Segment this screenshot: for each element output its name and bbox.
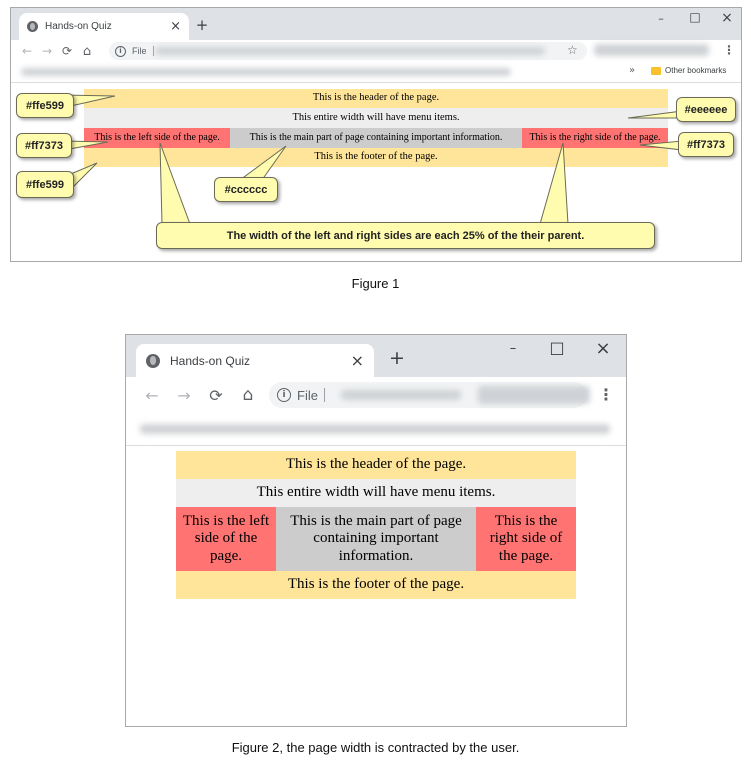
- other-bookmarks-label: Other bookmarks: [665, 66, 727, 75]
- bookmarks-bar: » Other bookmarks: [11, 62, 741, 83]
- maximize-icon[interactable]: □: [549, 338, 565, 357]
- pointer-main: [238, 145, 287, 181]
- tab-hands-on-quiz[interactable]: Hands-on Quiz ×: [136, 344, 374, 377]
- callout-menu-color: #eeeeee: [676, 97, 736, 122]
- pointer-width-right: [539, 142, 569, 225]
- bookmarks-overflow-icon[interactable]: »: [629, 65, 636, 76]
- menu-icon[interactable]: ⋮: [598, 385, 614, 404]
- callout-width-note: The width of the left and right sides ar…: [156, 222, 655, 249]
- callout-right-color: #ff7373: [678, 132, 734, 157]
- fig2-right-side: This is the right side of the page.: [476, 507, 576, 571]
- forward-icon[interactable]: →: [41, 44, 53, 58]
- blurred-extensions: [478, 386, 590, 404]
- callout-left-color: #ff7373: [16, 133, 72, 158]
- close-tab-icon[interactable]: ×: [350, 351, 364, 370]
- fig2-main: This is the main part of page containing…: [276, 507, 476, 571]
- back-icon[interactable]: ←: [145, 385, 159, 405]
- pointer-right: [639, 140, 683, 151]
- forward-icon[interactable]: →: [177, 385, 191, 405]
- fig1-header: This is the header of the page.: [84, 89, 668, 108]
- fig2-header: This is the header of the page.: [176, 451, 576, 479]
- bookmark-star-icon[interactable]: ☆: [567, 43, 578, 57]
- info-icon[interactable]: i: [115, 45, 126, 57]
- fig1-main: This is the main part of page containing…: [230, 128, 522, 148]
- menu-icon[interactable]: ⋮: [723, 43, 735, 57]
- new-tab-button[interactable]: +: [389, 347, 405, 369]
- close-window-icon[interactable]: ×: [721, 10, 733, 26]
- reload-icon[interactable]: ⟳: [61, 44, 73, 58]
- home-icon[interactable]: ⌂: [242, 385, 254, 405]
- maximize-icon[interactable]: □: [689, 10, 701, 24]
- globe-icon: [27, 21, 38, 32]
- fig1-footer: This is the footer of the page.: [84, 148, 668, 167]
- tab-title: Hands-on Quiz: [45, 21, 112, 32]
- blurred-bookmarks: [140, 424, 610, 434]
- callout-pointers: [61, 94, 691, 225]
- back-icon[interactable]: ←: [21, 44, 33, 58]
- new-tab-button[interactable]: +: [195, 16, 209, 34]
- pointer-width-left: [159, 142, 191, 225]
- tab-strip: Hands-on Quiz × + – □ ×: [126, 335, 626, 377]
- callout-header-color: #ffe599: [16, 93, 74, 118]
- close-window-icon[interactable]: ×: [595, 338, 611, 359]
- url-separator: [152, 46, 154, 56]
- fig1-left-side: This is the left side of the page.: [84, 128, 230, 148]
- blurred-extensions: [594, 44, 709, 56]
- url-scheme-label: File: [297, 387, 318, 403]
- fig1-menu: This entire width will have menu items.: [84, 108, 668, 128]
- fig1-right-side: This is the right side of the page.: [522, 128, 668, 148]
- tab-strip: Hands-on Quiz × + – □ ×: [11, 8, 741, 40]
- fig2-menu: This entire width will have menu items.: [176, 479, 576, 507]
- folder-icon: [651, 66, 661, 75]
- url-separator: [323, 388, 325, 402]
- address-bar[interactable]: i File: [109, 42, 587, 60]
- url-scheme-label: File: [132, 46, 147, 56]
- globe-icon: [146, 353, 160, 368]
- fig2-left-side: This is the left side of the page.: [176, 507, 276, 571]
- callout-footer-color: #ffe599: [16, 171, 74, 198]
- figure2-caption: Figure 2, the page width is contracted b…: [231, 740, 520, 755]
- tab-hands-on-quiz[interactable]: Hands-on Quiz ×: [19, 13, 189, 40]
- minimize-icon[interactable]: –: [658, 12, 664, 25]
- home-icon[interactable]: ⌂: [82, 43, 92, 59]
- info-icon[interactable]: i: [277, 388, 291, 402]
- bookmarks-bar: [126, 413, 626, 446]
- callout-main-color: #cccccc: [214, 177, 278, 202]
- fig2-footer: This is the footer of the page.: [176, 571, 576, 599]
- minimize-icon[interactable]: –: [509, 341, 517, 356]
- blurred-url: [341, 390, 461, 400]
- figure1-caption: Figure 1: [351, 276, 400, 291]
- blurred-url: [155, 47, 545, 55]
- tab-title: Hands-on Quiz: [170, 353, 251, 368]
- blurred-bookmarks: [21, 68, 511, 76]
- other-bookmarks[interactable]: Other bookmarks: [651, 66, 726, 75]
- close-tab-icon[interactable]: ×: [170, 19, 181, 34]
- reload-icon[interactable]: ⟳: [209, 385, 223, 405]
